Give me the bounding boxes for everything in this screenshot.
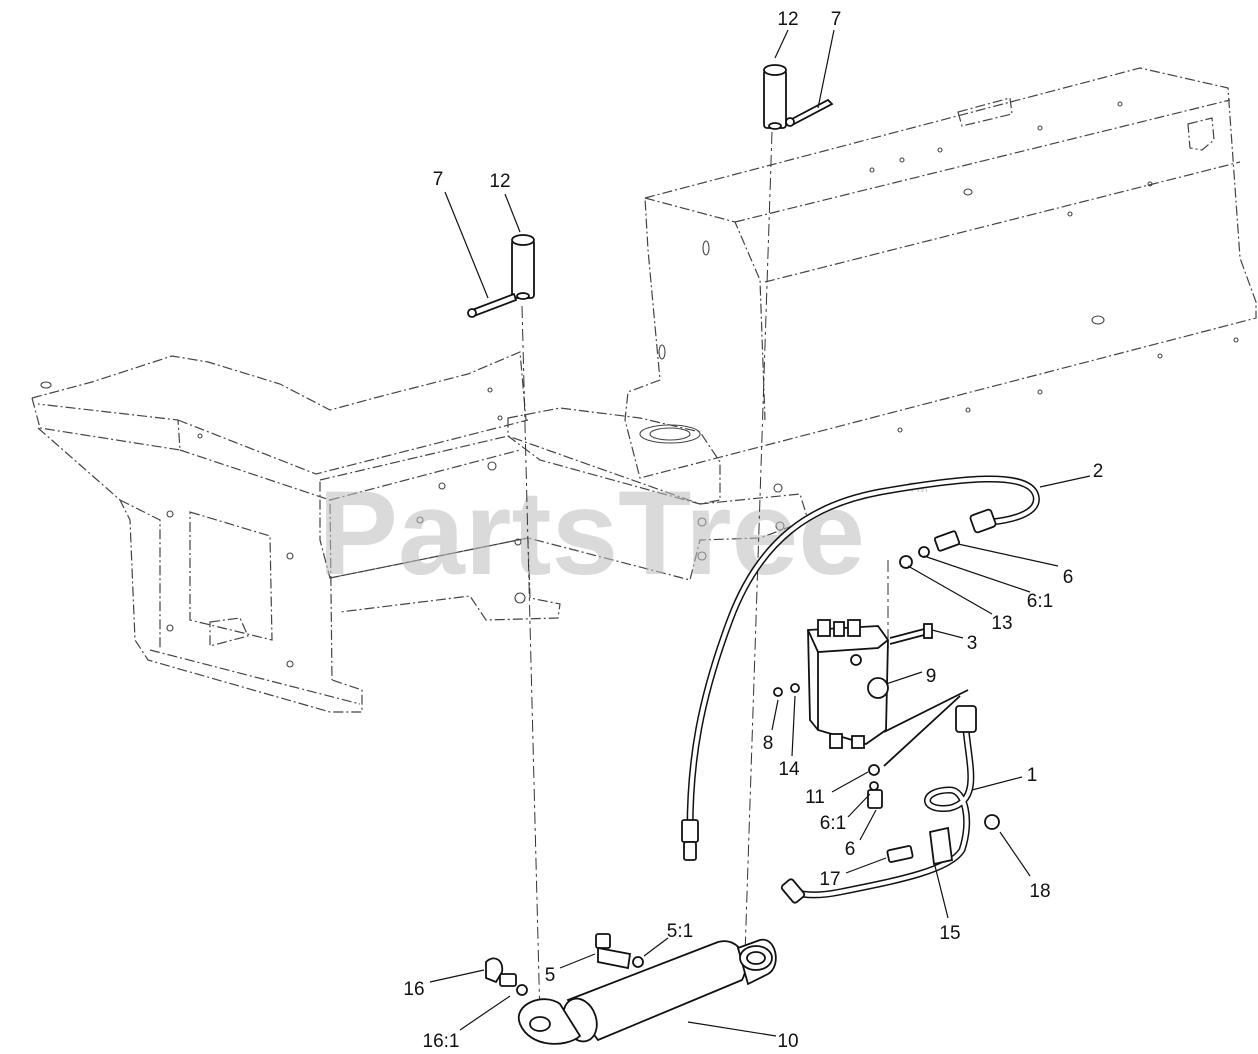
leader-line (774, 29, 789, 59)
leader-line (845, 857, 887, 874)
bolt-part-3 (889, 623, 933, 645)
callout-c-6-1-top: 6:1 (923, 555, 1053, 612)
callout-c-6-bottom: 6 (845, 809, 877, 860)
callout-c-8: 8 (763, 699, 779, 754)
callout-c-14: 14 (778, 695, 800, 780)
fitting-part-6-top (899, 530, 961, 569)
leader-line (444, 191, 489, 299)
callout-c-16-1: 16:1 (423, 995, 511, 1052)
callout-c-3: 3 (931, 629, 978, 654)
fitting-part-6-bottom (867, 764, 883, 809)
callout-c-7-left: 7 (433, 169, 489, 299)
callout-label: 8 (763, 733, 774, 754)
leader-line (1039, 475, 1091, 488)
leader-line (885, 671, 923, 685)
callout-label: 12 (489, 171, 510, 192)
leader-line (923, 555, 1031, 593)
callout-c-2: 2 (1039, 461, 1104, 488)
leader-line (429, 969, 485, 983)
callout-label: 14 (778, 759, 800, 780)
callout-label: 2 (1093, 461, 1104, 482)
fitting-part-16 (485, 957, 528, 996)
leader-line (459, 995, 511, 1031)
callout-c-16: 16 (403, 969, 485, 1000)
leader-line (687, 1021, 777, 1037)
callout-label: 1 (1027, 765, 1038, 786)
leader-line (859, 809, 877, 841)
leader-line (791, 695, 796, 757)
callout-c-11: 11 (805, 771, 869, 808)
callout-label: 7 (433, 169, 444, 190)
callout-label: 10 (777, 1031, 798, 1052)
callout-label: 16:1 (423, 1031, 460, 1052)
frame-pivot-bracket (319, 407, 809, 621)
callout-label: 11 (805, 787, 825, 808)
center-lines (521, 131, 889, 1021)
callout-c-5: 5 (545, 953, 596, 986)
leader-line (643, 937, 669, 957)
callout-c-7-top: 7 (817, 9, 842, 109)
callout-c-17: 17 (819, 857, 887, 890)
callout-label: 5 (545, 965, 556, 986)
watermark: PartsTree TM (318, 466, 928, 600)
leader-line (971, 776, 1023, 791)
callout-c-15: 15 (934, 865, 961, 944)
callout-c-10: 10 (687, 1021, 799, 1052)
callout-c-1: 1 (971, 765, 1038, 791)
frame-right-panel (624, 67, 1257, 479)
frame-left-chassis (31, 351, 529, 713)
leader-line (931, 629, 964, 639)
callout-label: 7 (831, 9, 842, 30)
callout-label: 6:1 (820, 813, 846, 834)
callout-label: 16 (403, 979, 424, 1000)
leader-line (934, 865, 949, 919)
callout-label: 9 (926, 666, 937, 687)
fitting-part-5 (595, 933, 644, 970)
callout-c-6-top: 6 (957, 543, 1074, 588)
cotter-pin-part-7-left (467, 292, 518, 318)
hose-part-1 (780, 689, 977, 904)
callout-label: 13 (991, 613, 1012, 634)
cotter-pin-part-7-top (785, 98, 834, 127)
callout-label: 3 (967, 633, 978, 654)
hose-part-2 (681, 475, 1040, 861)
leader-line (999, 831, 1031, 877)
callout-label: 6 (845, 839, 856, 860)
callout-label: 17 (819, 869, 840, 890)
callout-label: 6:1 (1027, 591, 1053, 612)
callout-label: 18 (1029, 881, 1050, 902)
callout-c-6-1-bottom: 6:1 (820, 793, 871, 834)
callout-label: 6 (1063, 567, 1074, 588)
callout-label: 5:1 (667, 921, 693, 942)
callout-c-9: 9 (885, 666, 937, 687)
control-valve-part-9 (773, 619, 889, 749)
callout-c-13: 13 (907, 565, 1013, 634)
leader-line (771, 699, 779, 731)
leader-line (831, 771, 869, 793)
hydraulic-cylinder-part-10 (517, 939, 777, 1045)
callout-label: 12 (777, 9, 798, 30)
clamp-part-15 (886, 814, 1000, 866)
leader-line (817, 29, 835, 109)
leader-line (957, 543, 1059, 567)
leader-line (559, 953, 596, 969)
callout-c-5-1: 5:1 (643, 921, 693, 957)
watermark-text: PartsTree (318, 466, 865, 600)
callout-label: 15 (939, 923, 960, 944)
pin-part-12-top (763, 64, 787, 130)
callout-c-12-left: 12 (489, 171, 521, 233)
pin-part-12-left (511, 234, 535, 300)
leader-line (907, 565, 993, 615)
leader-line (504, 193, 521, 233)
callout-c-12-top: 12 (774, 9, 799, 59)
leader-line (847, 793, 871, 818)
callout-c-18: 18 (999, 831, 1051, 902)
